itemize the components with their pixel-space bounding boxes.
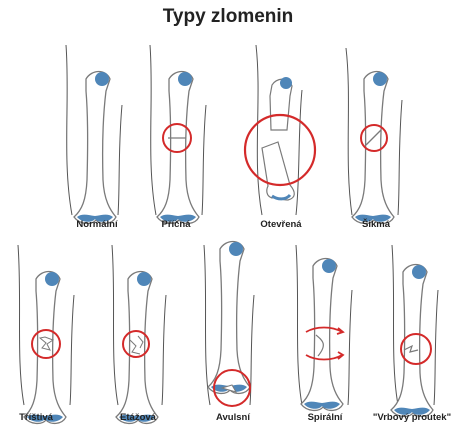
label-avulsion: Avulsní (216, 412, 250, 423)
segmental-bone (112, 245, 166, 423)
label-spiral: Spirální (308, 412, 343, 423)
label-oblique: Šikmá (362, 219, 390, 230)
oblique-bone (346, 48, 402, 223)
label-normal: Normální (76, 219, 117, 230)
label-transverse: Příčná (161, 219, 190, 230)
comminuted-bone (18, 245, 74, 423)
greenstick-bone (391, 245, 438, 416)
label-open: Otevřená (260, 219, 301, 230)
spiral-bone (296, 245, 352, 410)
transverse-bone (150, 45, 206, 223)
avulsion-bone (204, 242, 254, 407)
normal-bone (66, 45, 122, 223)
label-greenstick: "Vrbový proutek" (373, 412, 451, 423)
label-segmental: Etážová (120, 412, 156, 423)
open-bone (245, 45, 315, 215)
label-comminuted: Tříštivá (19, 412, 53, 423)
